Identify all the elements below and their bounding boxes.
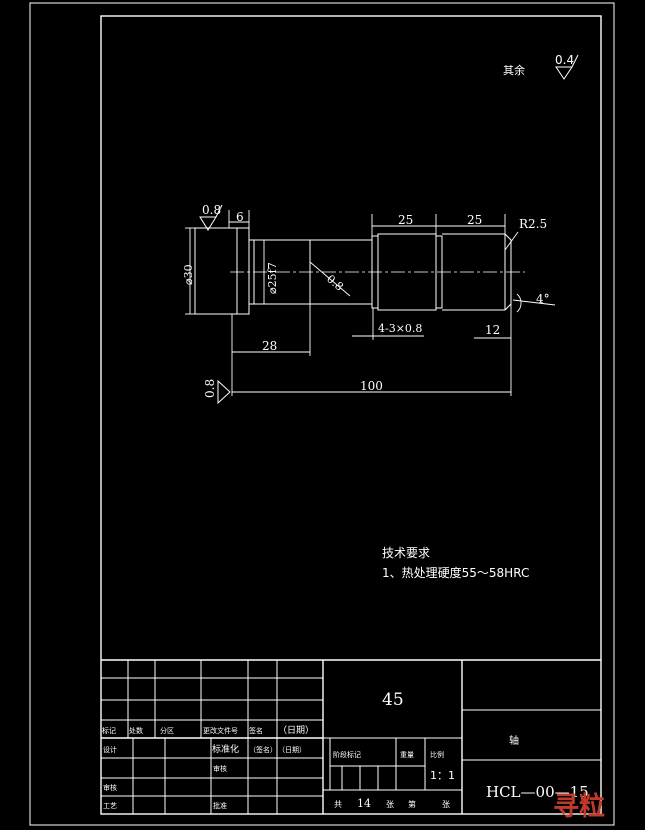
label-count: 处数 xyxy=(129,726,143,735)
inner-border xyxy=(100,15,602,815)
outer-border xyxy=(29,2,615,826)
material: 45 xyxy=(382,690,404,710)
label-date: （日期） xyxy=(278,725,314,736)
label-review-2: 审核 xyxy=(213,764,227,773)
label-signature: 签名 xyxy=(249,726,263,735)
technical-requirements: 技术要求 1、热处理硬度55～58HRC xyxy=(382,546,529,580)
label-total: 共 xyxy=(334,800,342,809)
flange-body xyxy=(194,227,250,315)
tech-line-1: 1、热处理硬度55～58HRC xyxy=(382,565,529,580)
dim-12: 12 xyxy=(485,323,500,337)
dim-r2-5: R2.5 xyxy=(519,217,547,231)
dim-d25f7: ⌀25f7 xyxy=(266,262,279,294)
part-view xyxy=(194,227,525,315)
dimensions xyxy=(185,210,556,396)
roughness-symbol-icon xyxy=(555,54,579,80)
title-block xyxy=(101,659,601,814)
roughness-bottom-icon xyxy=(217,379,231,405)
roughness-bottom-value: 0.8 xyxy=(203,379,217,398)
label-sheet: 张 xyxy=(442,800,450,809)
label-date-paren: （日期） xyxy=(278,746,306,754)
dim-6: 6 xyxy=(236,210,244,224)
roughness-left-face-value: 0.8 xyxy=(202,203,221,217)
dim-28: 28 xyxy=(262,339,277,353)
tech-title: 技术要求 xyxy=(382,546,430,560)
label-change-doc: 更改文件号 xyxy=(203,726,238,735)
roughness-other-label: 其余 xyxy=(503,63,525,77)
label-sheet-no: 第 xyxy=(408,799,416,809)
sheets-total: 14 xyxy=(357,797,371,810)
dim-25-right: 25 xyxy=(467,213,482,227)
dim-25-left: 25 xyxy=(398,213,413,227)
roughness-left-face-icon xyxy=(199,204,223,231)
roughness-other-value: 0.4 xyxy=(555,53,574,67)
dim-d30: ⌀30 xyxy=(182,264,195,285)
label-approve: 批准 xyxy=(213,801,227,810)
roughness-symbols xyxy=(199,204,231,405)
label-process: 工艺 xyxy=(103,802,117,810)
dim-grooves: 4-3×0.8 xyxy=(378,322,422,335)
label-sheets: 张 xyxy=(386,800,394,809)
part-name: 轴 xyxy=(509,734,519,747)
watermark: 寻粒 xyxy=(553,791,605,822)
label-weight: 重量 xyxy=(400,751,414,759)
label-design: 设计 xyxy=(103,745,117,754)
dim-100: 100 xyxy=(360,379,383,393)
label-stage-mark: 阶段标记 xyxy=(333,750,361,759)
label-review: 审核 xyxy=(103,783,117,792)
label-sign-paren: （签名） xyxy=(249,745,277,754)
scale: 1：1 xyxy=(430,769,455,782)
drawing-frames xyxy=(29,2,615,826)
label-ratio: 比例 xyxy=(430,750,444,759)
title-block-texts: 45 轴 HCL—00—15 1：1 标记 处数 分区 更改文件号 签名 （日期… xyxy=(102,690,589,810)
dim-4-degree: 4° xyxy=(536,292,550,306)
label-standardize: 标准化 xyxy=(212,743,239,755)
drawing-number: HCL—00—15 xyxy=(486,783,589,801)
label-zone: 分区 xyxy=(160,726,174,735)
roughness-other: 其余 0.4 xyxy=(503,53,579,80)
label-mark: 标记 xyxy=(102,726,116,735)
